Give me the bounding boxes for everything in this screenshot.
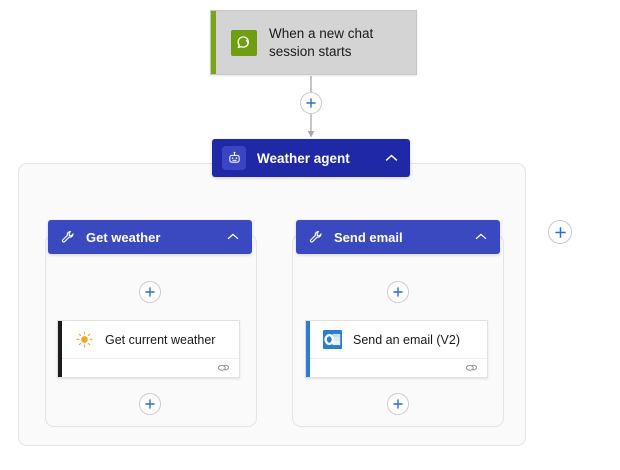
connector-link-icon [465, 360, 478, 378]
action-label: Send an email (V2) [353, 332, 461, 347]
chevron-up-icon[interactable] [227, 233, 239, 241]
wrench-icon [61, 230, 75, 244]
sun-icon [73, 329, 95, 351]
tool-node-get-weather[interactable]: Get weather [48, 220, 252, 254]
action-label: Get current weather [105, 332, 216, 347]
trigger-label-line2: session starts [269, 43, 352, 59]
connector-link-icon [217, 360, 230, 378]
trigger-label: When a new chat session starts [269, 25, 373, 61]
chevron-up-icon[interactable] [385, 154, 398, 163]
tool-label: Send email [334, 229, 403, 245]
agent-label: Weather agent [257, 150, 350, 166]
add-tool-button[interactable] [548, 220, 572, 244]
action-accent-bar [58, 321, 62, 377]
action-accent-bar [306, 321, 310, 377]
tool-node-send-email[interactable]: Send email [296, 220, 500, 254]
trigger-label-line1: When a new chat [269, 25, 374, 41]
wrench-icon [309, 230, 323, 244]
action-card-send-an-email[interactable]: Send an email (V2) [305, 320, 488, 378]
add-step-send-email-before-action[interactable] [387, 281, 409, 303]
chat-bubble-icon [231, 29, 257, 56]
action-card-get-current-weather[interactable]: Get current weather [57, 320, 240, 378]
agent-node-weather-agent[interactable]: Weather agent [212, 139, 410, 177]
bot-icon [222, 146, 246, 170]
add-step-get-weather-before-action[interactable] [139, 281, 161, 303]
chevron-up-icon[interactable] [475, 233, 487, 241]
add-step-get-weather-after-action[interactable] [139, 393, 161, 415]
outlook-icon [321, 329, 343, 351]
trigger-card-new-chat-session[interactable]: When a new chat session starts [210, 10, 417, 75]
trigger-accent-bar [211, 11, 216, 74]
tool-label: Get weather [86, 229, 161, 245]
add-step-send-email-after-action[interactable] [387, 393, 409, 415]
add-step-after-trigger[interactable] [300, 92, 322, 114]
